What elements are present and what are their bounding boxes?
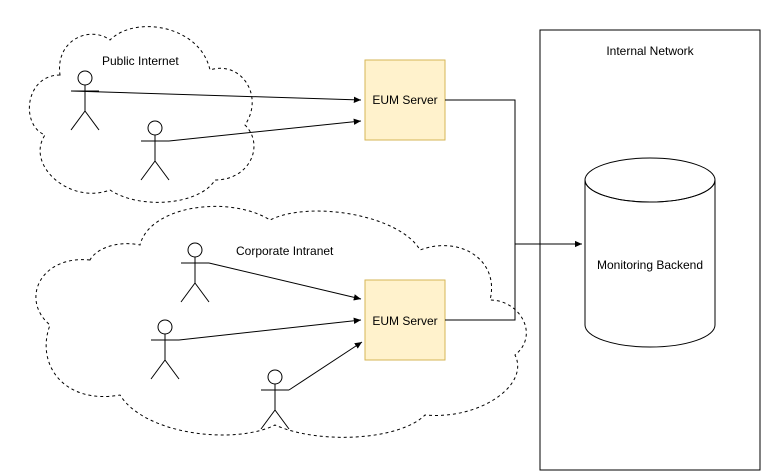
public-internet-label: Public Internet — [102, 54, 179, 68]
public-internet-cloud: Public Internet — [29, 26, 255, 203]
corporate-intranet-cloud: Corporate Intranet — [35, 205, 527, 438]
user-icon — [70, 70, 100, 131]
connector-user4-to-corporate-server — [178, 317, 362, 341]
eum-server-public-label: EUM Server — [372, 93, 437, 107]
internal-network-label: Internal Network — [606, 44, 694, 58]
user-icon — [140, 120, 170, 181]
eum-server-corporate-label: EUM Server — [372, 314, 437, 328]
connector-user5-to-corporate-server — [288, 341, 363, 391]
connector-corporate-server-to-backend — [445, 244, 516, 321]
connector-user1-to-public-server — [70, 90, 362, 103]
monitoring-backend-label: Monitoring Backend — [597, 258, 703, 272]
user-icon — [150, 319, 180, 380]
user-icon — [180, 242, 210, 303]
connector-user3-to-corporate-server — [208, 262, 362, 301]
user-icon — [260, 369, 290, 430]
connector-user2-to-public-server — [168, 118, 362, 142]
eum-server-corporate: EUM Server — [364, 279, 446, 361]
eum-server-public: EUM Server — [364, 59, 446, 141]
internal-network-box: Internal Network — [539, 29, 761, 471]
connector-public-server-to-backend — [445, 99, 582, 248]
monitoring-backend: Monitoring Backend — [584, 157, 716, 348]
database-icon — [584, 157, 716, 348]
corporate-intranet-label: Corporate Intranet — [236, 244, 334, 258]
